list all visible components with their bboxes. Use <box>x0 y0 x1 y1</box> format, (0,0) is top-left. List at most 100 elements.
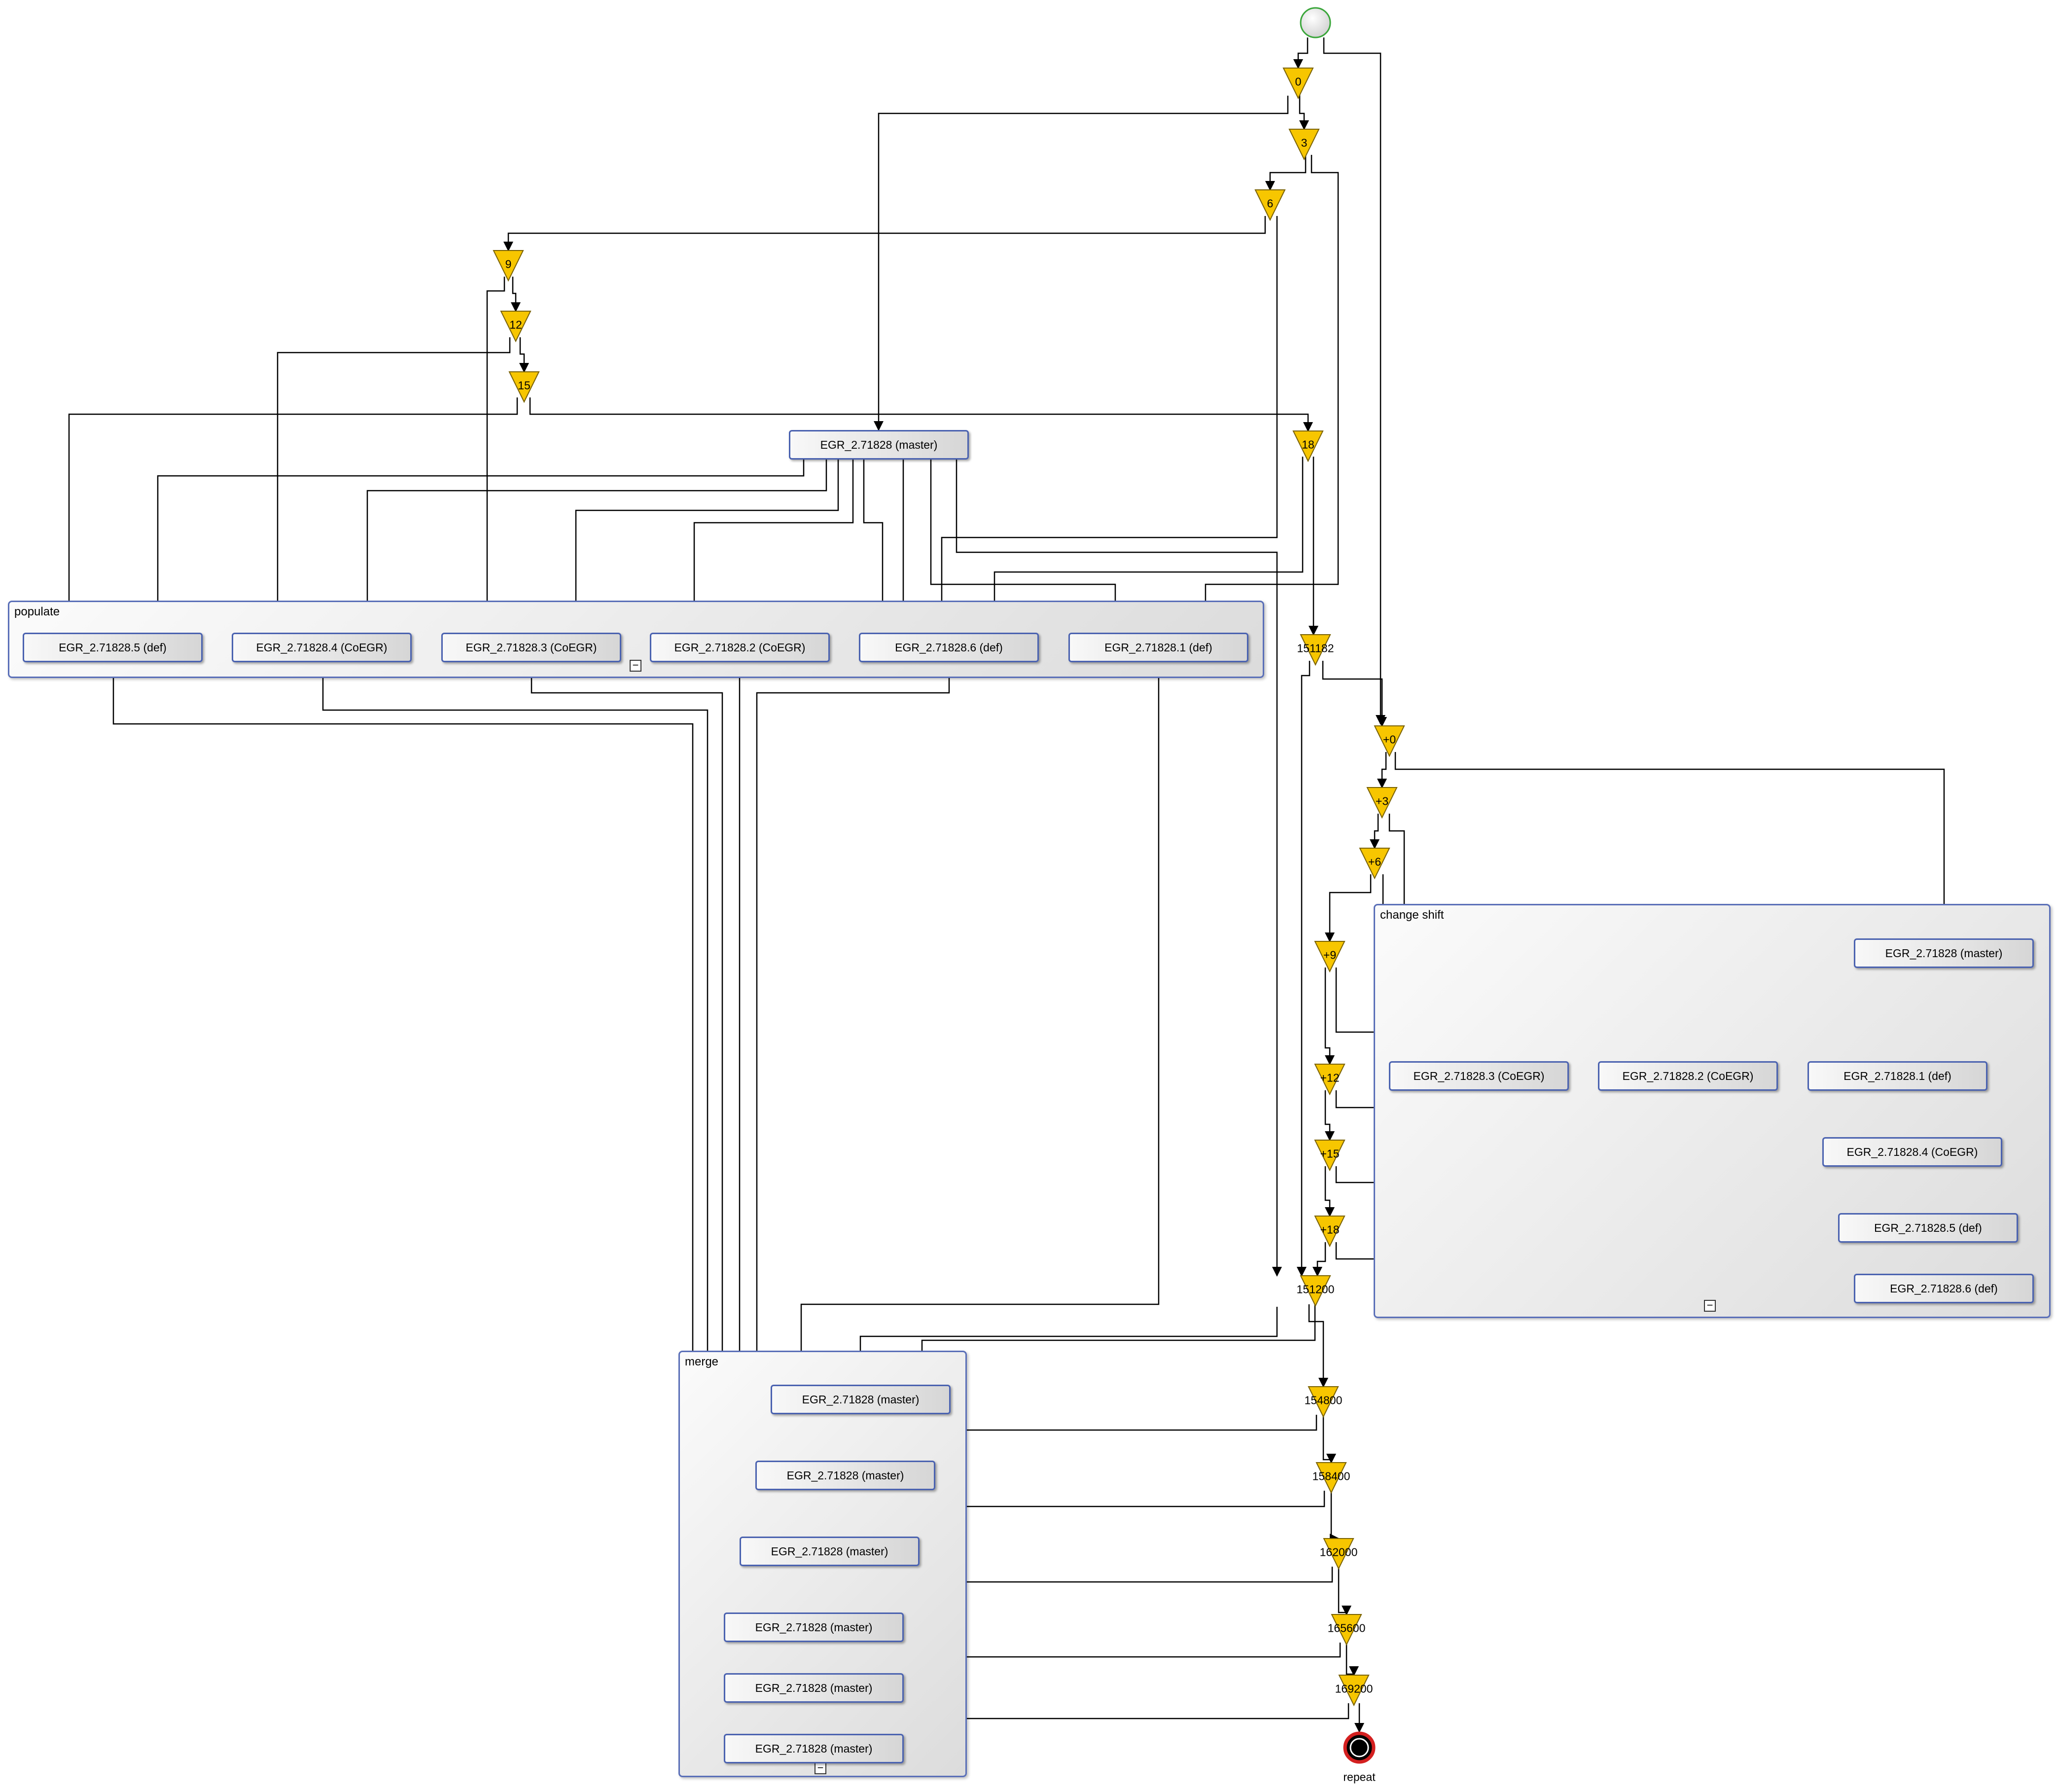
timer-label-0: 0 <box>1295 75 1302 88</box>
timer-label-6: 6 <box>1267 197 1274 210</box>
timer-18-icon[interactable] <box>1292 430 1324 463</box>
task-merge-2[interactable]: EGR_2.71828 (master) <box>755 1461 935 1490</box>
task-populate-1[interactable]: EGR_2.71828.1 (def) <box>1068 633 1248 662</box>
timer-0-icon[interactable] <box>1282 68 1314 100</box>
timer-label-plus15: +15 <box>1320 1147 1340 1160</box>
timer-label-plus3: +3 <box>1375 794 1389 808</box>
timer-plus12-icon[interactable] <box>1314 1064 1346 1096</box>
timer-label-plus9: +9 <box>1323 948 1337 962</box>
edge-connector <box>1265 155 1307 191</box>
timer-label-3: 3 <box>1301 136 1308 149</box>
edge-connector <box>482 277 505 634</box>
timer-12-icon[interactable] <box>500 311 532 343</box>
task-merge-6[interactable]: EGR_2.71828 (master) <box>724 1734 904 1763</box>
edge-connector <box>1370 814 1380 849</box>
task-populate-6[interactable]: EGR_2.71828.6 (def) <box>859 633 1039 662</box>
edge-connector <box>1323 37 1385 725</box>
timer-plus6-icon[interactable] <box>1359 848 1390 880</box>
edge-connector <box>1324 968 1335 1065</box>
timer-plus9-icon[interactable] <box>1314 941 1346 973</box>
edge-connector <box>153 460 805 634</box>
collapse-populate-button[interactable]: − <box>630 660 641 672</box>
end-node-inner-icon <box>1349 1738 1369 1757</box>
task-merge-4[interactable]: EGR_2.71828 (master) <box>724 1613 904 1642</box>
timer-label-158400: 158400 <box>1312 1469 1350 1483</box>
timer-label-169200: 169200 <box>1335 1682 1373 1695</box>
task-change-shift-1[interactable]: EGR_2.71828.1 (def) <box>1808 1061 1987 1091</box>
timer-label-plus6: +6 <box>1368 855 1382 868</box>
task-change-shift-6[interactable]: EGR_2.71828.6 (def) <box>1854 1274 2034 1303</box>
timer-label-15: 15 <box>518 379 531 392</box>
task-change-shift-5[interactable]: EGR_2.71828.5 (def) <box>1838 1213 2018 1243</box>
task-populate-4[interactable]: EGR_2.71828.4 (CoEGR) <box>232 633 412 662</box>
timer-label-plus12: +12 <box>1320 1071 1340 1084</box>
edge-connector <box>1346 1643 1359 1676</box>
task-change-shift-4[interactable]: EGR_2.71828.4 (CoEGR) <box>1822 1137 2002 1167</box>
timer-154800-icon[interactable] <box>1308 1386 1339 1418</box>
timer-6-icon[interactable] <box>1254 189 1286 221</box>
timer-3-icon[interactable] <box>1288 129 1320 161</box>
edge-connector <box>511 277 521 312</box>
timer-label-9: 9 <box>505 257 512 271</box>
edge-connector <box>1377 752 1387 788</box>
timer-151182-icon[interactable] <box>1300 634 1331 666</box>
edge-connector <box>901 1415 1317 1462</box>
timer-165600-icon[interactable] <box>1331 1614 1362 1646</box>
task-change-shift-2[interactable]: EGR_2.71828.2 (CoEGR) <box>1598 1061 1778 1091</box>
timer-9-icon[interactable] <box>493 250 524 282</box>
edge-connector <box>689 460 854 634</box>
timer-162000-icon[interactable] <box>1323 1538 1354 1570</box>
end-label: repeat <box>1343 1770 1376 1784</box>
task-populate-5[interactable]: EGR_2.71828.5 (def) <box>23 633 203 662</box>
timer-169200-icon[interactable] <box>1338 1675 1370 1707</box>
edge-connector <box>64 397 518 634</box>
task-merge-3[interactable]: EGR_2.71828 (master) <box>740 1537 920 1566</box>
timer-label-151182: 151182 <box>1297 642 1334 655</box>
timer-label-18: 18 <box>1302 438 1314 451</box>
group-populate-label: populate <box>14 605 60 618</box>
task-populate-2[interactable]: EGR_2.71828.2 (CoEGR) <box>650 633 830 662</box>
edge-connector <box>1322 661 1387 727</box>
edge-connector <box>796 662 1160 1386</box>
task-merge-1[interactable]: EGR_2.71828 (master) <box>771 1385 951 1414</box>
task-populate-3[interactable]: EGR_2.71828.3 (CoEGR) <box>441 633 621 662</box>
edge-connector <box>1322 1415 1336 1464</box>
timer-158400-icon[interactable] <box>1315 1462 1347 1494</box>
timer-label-151200: 151200 <box>1296 1283 1335 1296</box>
group-change-shift-label: change shift <box>1380 908 1444 922</box>
edge-connector <box>1338 1567 1351 1615</box>
edge-connector <box>874 96 1289 431</box>
timer-15-icon[interactable] <box>508 371 540 403</box>
timer-label-162000: 162000 <box>1319 1545 1358 1559</box>
edge-connector <box>273 337 511 634</box>
edge-connector <box>1325 874 1372 942</box>
timer-label-plus0: +0 <box>1382 733 1396 746</box>
edge-connector <box>571 460 839 634</box>
edge-connector <box>1308 1304 1328 1388</box>
group-change-shift: change shift − <box>1374 904 2051 1318</box>
edge-connector <box>1293 37 1309 69</box>
task-merge-5[interactable]: EGR_2.71828 (master) <box>724 1673 904 1703</box>
task-change-shift-3[interactable]: EGR_2.71828.3 (CoEGR) <box>1389 1061 1569 1091</box>
timer-plus15-icon[interactable] <box>1314 1140 1346 1172</box>
start-node-icon[interactable] <box>1300 7 1331 38</box>
collapse-change-shift-button[interactable]: − <box>1704 1300 1716 1312</box>
edge-connector <box>1201 155 1339 634</box>
timer-plus0-icon[interactable] <box>1374 725 1405 757</box>
edge-connector <box>937 216 1278 634</box>
timer-label-165600: 165600 <box>1327 1621 1366 1635</box>
collapse-merge-button[interactable]: − <box>815 1762 826 1774</box>
edge-connector <box>1299 94 1309 130</box>
timer-plus18-icon[interactable] <box>1314 1216 1346 1248</box>
edge-connector <box>739 662 789 1462</box>
edge-connector <box>917 1304 1316 1386</box>
edge-connector <box>362 460 827 634</box>
edge-connector <box>1324 1166 1335 1217</box>
edge-connector <box>956 460 1282 1277</box>
task-change-shift-master[interactable]: EGR_2.71828 (master) <box>1854 938 2034 968</box>
edge-connector <box>1297 661 1311 1277</box>
timer-plus3-icon[interactable] <box>1366 787 1398 819</box>
task-master-top[interactable]: EGR_2.71828 (master) <box>789 430 969 460</box>
timer-151200-icon[interactable] <box>1300 1275 1331 1307</box>
edge-connector <box>519 337 529 373</box>
